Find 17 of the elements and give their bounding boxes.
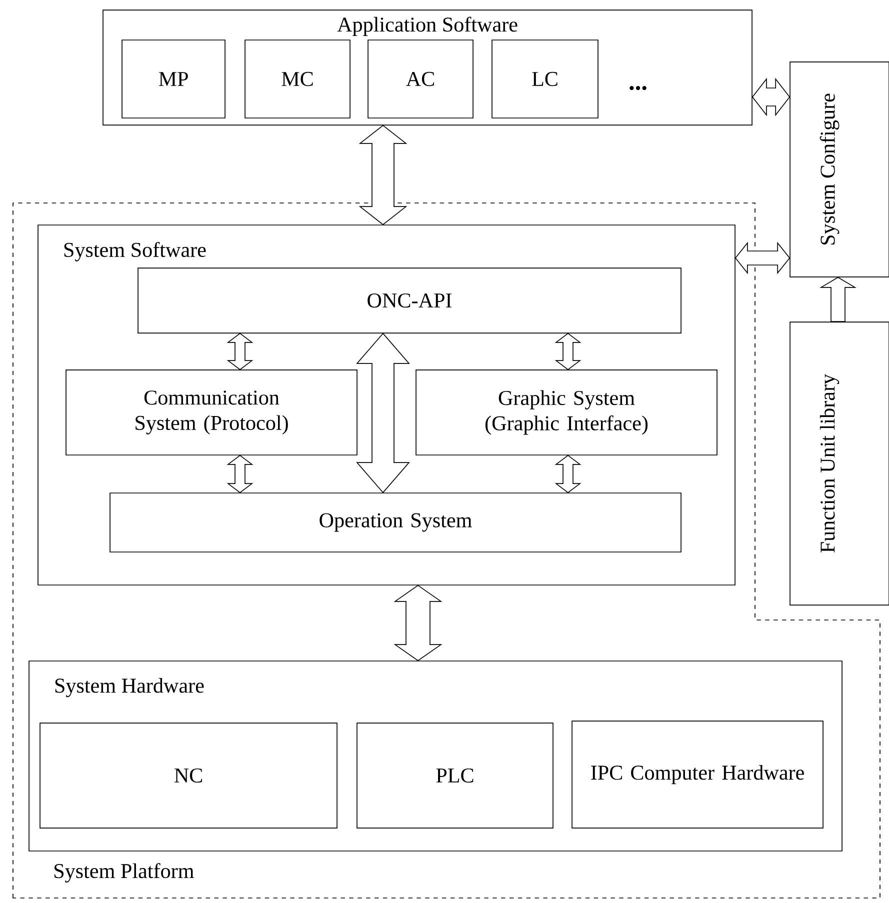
component-box: Operation System [110,492,682,552]
side-box: System Configure [790,62,889,278]
component-box: ONC-API [138,268,682,334]
component-box: MP [122,40,226,118]
side-box: Function Unit library [790,322,889,606]
component-box: PLC [356,722,554,828]
component-box: MC [244,40,350,118]
component-box: AC [368,40,474,118]
component-box: IPC Computer Hardware [572,720,824,828]
component-box: LC [492,40,598,118]
component-box: Graphic System (Graphic Interface) [416,370,718,456]
component-box: Communication System (Protocol) [66,370,358,456]
component-box: NC [40,722,338,828]
block-arrow [554,454,582,494]
ellipsis: ... [630,86,646,90]
block-arrow [226,454,254,494]
block-arrow [819,276,857,322]
